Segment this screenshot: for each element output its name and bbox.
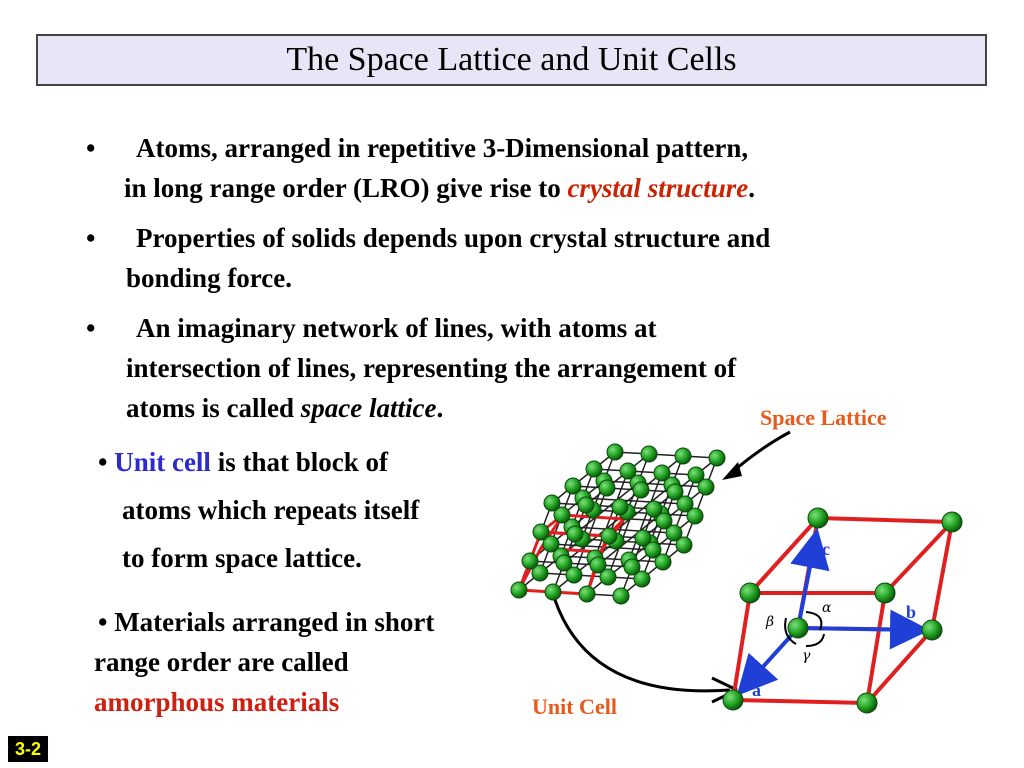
lattice-atom [589, 556, 607, 574]
unit-cell-line-1: is that block of [210, 447, 388, 477]
unit-cell-atom [722, 689, 744, 711]
amorphous-line-2: range order are called [94, 647, 349, 677]
lattice-atom [619, 462, 637, 480]
lattice-atoms [510, 443, 726, 605]
lattice-atom [577, 496, 595, 514]
lattice-atom [542, 535, 560, 553]
lattice-atom [598, 479, 616, 497]
lattice-atom [553, 506, 571, 524]
bullet-3-line-1: An imaginary network of lines, with atom… [136, 313, 657, 343]
lattice-atom [674, 447, 692, 465]
lattice-atom [644, 541, 662, 559]
bullet-1-line-2: in long range order (LRO) give rise to [124, 173, 568, 203]
bullet-marker: • [86, 133, 96, 163]
bullet-3-line-2: intersection of lines, representing the … [126, 353, 737, 383]
lattice-atom [653, 464, 671, 482]
bullet-marker: • [98, 607, 108, 637]
lattice-atom [585, 460, 603, 478]
lattice-atom [665, 524, 683, 542]
lattice-atom [686, 507, 704, 525]
angle-alpha-label: α [822, 600, 832, 616]
title-box: The Space Lattice and Unit Cells [36, 34, 987, 86]
bullet-3-period: . [436, 393, 444, 423]
unit-cell-axes [736, 528, 930, 696]
bullet-3-line-3: atoms is called [126, 393, 301, 423]
bullet-marker: • [98, 447, 108, 477]
unit-cell-atom [874, 582, 896, 604]
lattice-atom [532, 523, 550, 541]
lattice-atom [564, 477, 582, 495]
axis-a-label: a [752, 680, 761, 700]
lattice-atom [623, 558, 641, 576]
lattice-atom [555, 554, 573, 572]
lattice-atom [606, 443, 624, 461]
page-number: 3-2 [8, 736, 48, 762]
space-lattice-term: space lattice [300, 393, 437, 423]
bullet-space-lattice: • An imaginary network of lines, with at… [86, 308, 736, 428]
bullet-properties: • Properties of solids depends upon crys… [86, 218, 771, 298]
amorphous-materials-term: amorphous materials [94, 687, 340, 717]
lattice-atom [633, 570, 651, 588]
lattice-atom [565, 566, 583, 584]
bullet-1-line-1: Atoms, arranged in repetitive 3-Dimensio… [136, 133, 749, 163]
lattice-atom [645, 500, 663, 518]
bullet-2-line-2: bonding force. [126, 263, 293, 293]
lattice-atom [521, 552, 539, 570]
lattice-atom [697, 478, 715, 496]
unit-cell-atom [739, 582, 761, 604]
lattice-atom [510, 581, 528, 599]
unit-cell-atom [787, 617, 809, 639]
lattice-atom [666, 483, 684, 501]
lattice-atom [632, 481, 650, 499]
lattice-atom [600, 527, 618, 545]
unit-cell-pointer-arrow [553, 599, 731, 693]
unit-cell-line-2: atoms which repeats itself [122, 495, 420, 525]
bullet-unit-cell: • Unit cell is that block of atoms which… [98, 438, 419, 582]
lattice-atom [611, 498, 629, 516]
lattice-atom [640, 445, 658, 463]
bullet-crystal-structure: • Atoms, arranged in repetitive 3-Dimens… [86, 128, 755, 208]
lattice-atom [599, 568, 617, 586]
lattice-atom [612, 587, 630, 605]
slide-title: The Space Lattice and Unit Cells [286, 41, 737, 78]
bullet-marker: • [86, 313, 96, 343]
unit-cell-label: Unit Cell [532, 694, 617, 719]
angle-beta-label: β [765, 614, 774, 630]
lattice-atom [655, 512, 673, 530]
unit-cell-atoms [722, 507, 963, 714]
lattice-atom [654, 553, 672, 571]
lattice-atom [687, 466, 705, 484]
lattice-atom [676, 495, 694, 513]
bullet-marker: • [86, 223, 96, 253]
crystal-structure-term: crystal structure [567, 173, 749, 203]
unit-cell-atom [921, 619, 943, 641]
lattice-atom [708, 449, 726, 467]
lattice-atom [531, 564, 549, 582]
unit-cell-atom [856, 692, 878, 714]
lattice-atom [634, 529, 652, 547]
bullet-amorphous: • Materials arranged in short range orde… [94, 602, 435, 722]
amorphous-line-1: Materials arranged in short [114, 607, 435, 637]
unit-cell-term: Unit cell [114, 447, 211, 477]
lattice-atom [566, 525, 584, 543]
lattice-atom [544, 583, 562, 601]
axis-c-label: c [822, 539, 830, 559]
lattice-atom [675, 536, 693, 554]
bullet-1-period: . [748, 173, 755, 203]
bullet-2-line-1: Properties of solids depends upon crysta… [136, 223, 771, 253]
angle-arcs [784, 611, 825, 647]
unit-cell-atom [807, 507, 829, 529]
angle-gamma-label: γ [802, 648, 811, 664]
unit-cell-line-3: to form space lattice. [122, 543, 362, 573]
lattice-atom [578, 585, 596, 603]
lattice-atom [543, 494, 561, 512]
unit-cell-atom [941, 511, 963, 533]
space-lattice-label: Space Lattice [760, 405, 887, 430]
axis-b-label: b [906, 602, 916, 622]
unit-cell-box [731, 516, 954, 705]
